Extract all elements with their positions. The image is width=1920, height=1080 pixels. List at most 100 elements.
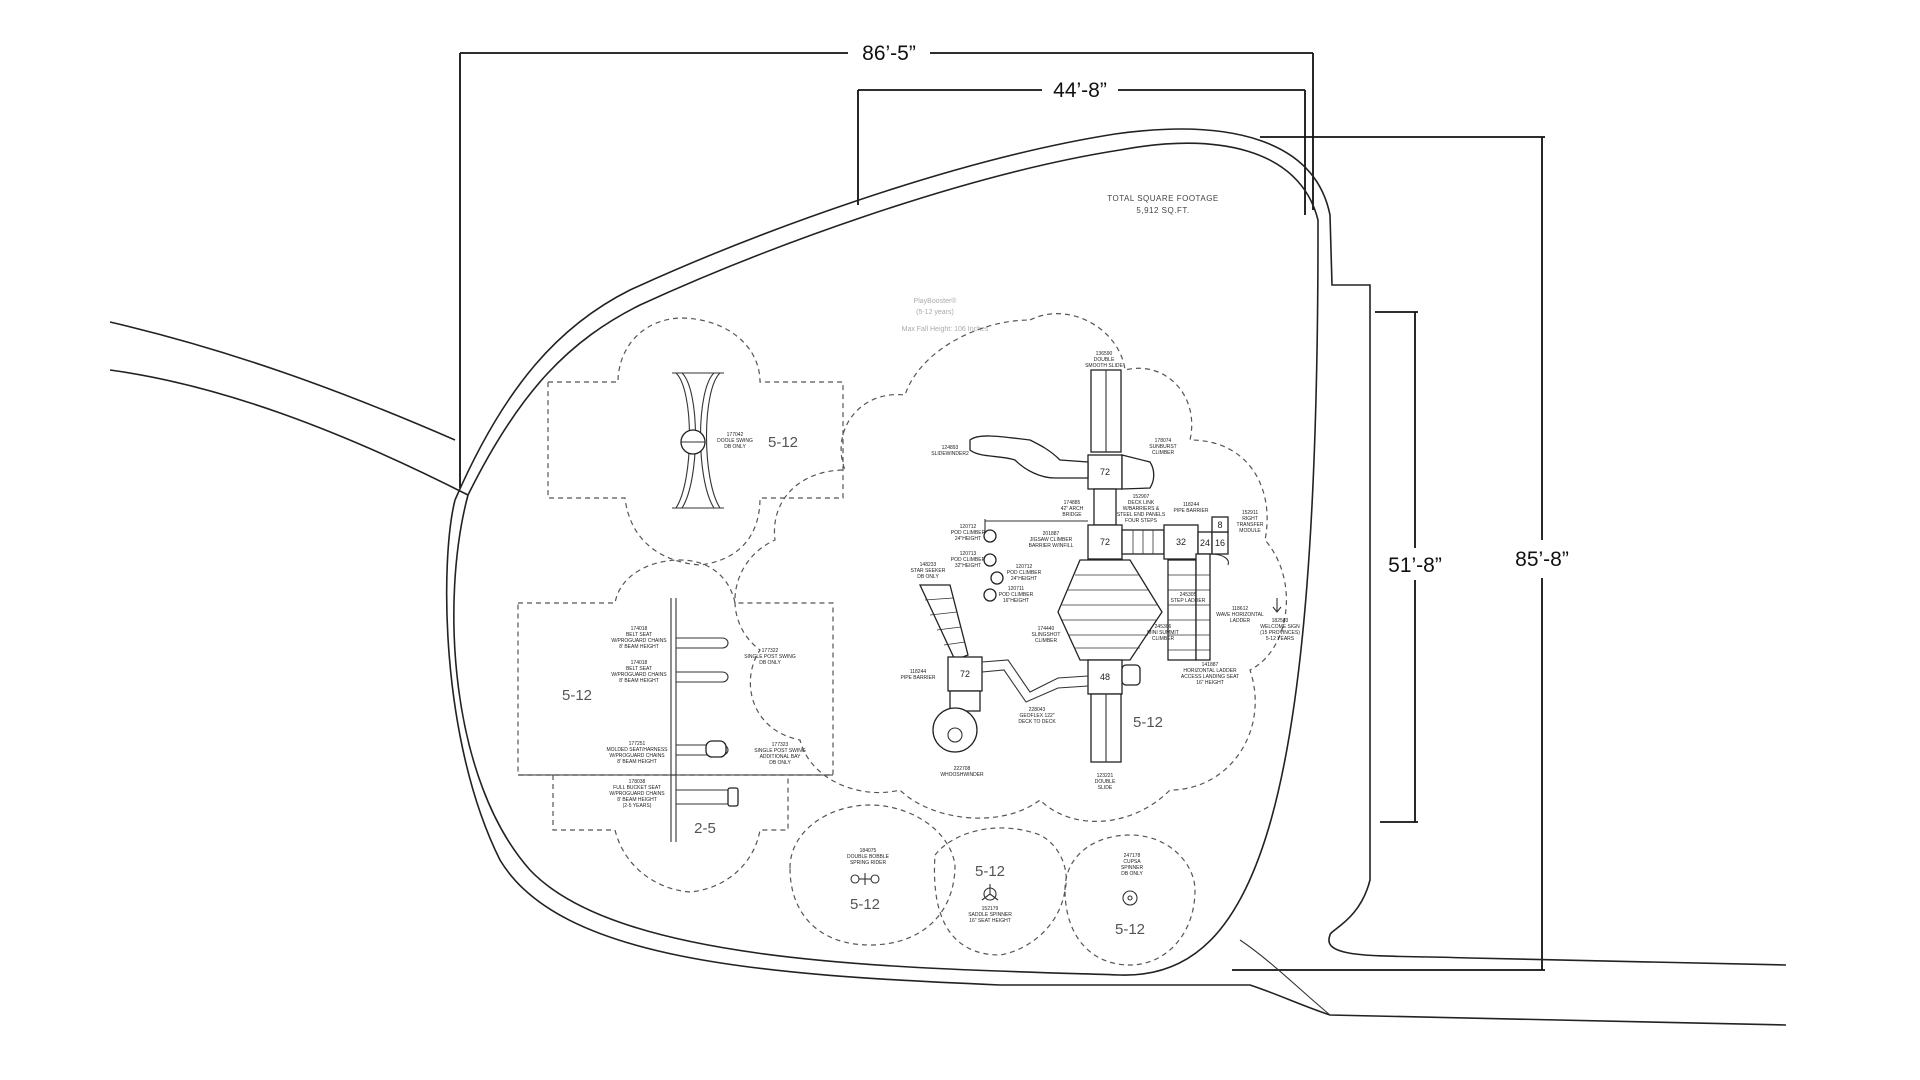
transfer-label-1: 152911 [1242, 510, 1259, 516]
mini-summit-label-2: MINI SUMMIT [1147, 630, 1179, 636]
smooth-slide-label-2: DOUBLE [1094, 357, 1115, 363]
pod-1-label-2: POD CLIMBER [951, 530, 986, 536]
star-seeker-label-3: DB ONLY [917, 574, 939, 580]
age-label-cupsa: 5-12 [1115, 921, 1145, 938]
full-bucket-label-1: 178038 [629, 779, 646, 785]
swing-frame [670, 598, 739, 842]
age-label-rocker: 5-12 [850, 896, 880, 913]
pod-2-label-1: 120713 [960, 551, 977, 557]
geoflex-label-2: GEOFLEX 122" [1019, 713, 1054, 719]
dimension-overall-height: 85’-8” [1232, 136, 1569, 971]
deck-24-label: 24 [1200, 538, 1210, 548]
wave-ladder-label-1: 118612 [1232, 606, 1249, 612]
access-landing-seat [1121, 664, 1141, 686]
transfer-step-8 [1211, 516, 1229, 533]
transfer-label-3: TRANSFER [1237, 522, 1264, 528]
whooshwinder [932, 707, 978, 753]
age-label-toddler: 2-5 [694, 820, 716, 837]
geoflex-label-1: 228043 [1029, 707, 1046, 713]
belt-seat-2-label-3: W/PROGUARD CHAINS [611, 672, 667, 678]
structure-zone: 5-12 [734, 313, 1287, 822]
belt-seat-1-label-1: 174018 [631, 626, 648, 632]
fall-height: Max Fall Height: 106 Inches [902, 326, 989, 333]
slingshot-label-1: 174440 [1038, 626, 1055, 632]
pod-2-label-2: POD CLIMBER [951, 557, 986, 563]
age-label-saddle: 5-12 [975, 863, 1005, 880]
age-label-swing-top: 5-12 [768, 434, 798, 451]
single-post-label-2: SINGLE POST SWING [744, 654, 796, 660]
single-post-add-label-3: ADDITIONAL BAY [760, 754, 802, 760]
brand-name: PlayBooster® [914, 297, 958, 305]
welcome-sign-label-3: (15 PROVINCES) [1260, 630, 1300, 636]
star-seeker-label-1: 148233 [920, 562, 937, 568]
saddle-spinner-label-3: 16" SEAT HEIGHT [969, 918, 1011, 924]
saddle-spinner: 152179 SADDLE SPINNER 16" SEAT HEIGHT [968, 884, 1012, 924]
deck-link-label-5: FOUR STEPS [1125, 518, 1158, 524]
pod-climber-2 [983, 553, 997, 567]
slidewinder-label-1: 124893 [942, 445, 959, 451]
duo-swing-label-3: DB ONLY [724, 444, 746, 450]
pod-4-label-1: 120711 [1008, 586, 1025, 592]
molded-seat-label-1: 177251 [629, 741, 646, 747]
smooth-slide-label-3: SMOOTH SLIDE [1085, 363, 1123, 369]
deck-72-left [947, 656, 983, 692]
smooth-slide-label-1: 136590 [1096, 351, 1113, 357]
area-title: TOTAL SQUARE FOOTAGE [1107, 194, 1219, 203]
spring-rider-label-2: DOUBLE BOBBLE [847, 854, 890, 860]
dim-text-inner-width: 44’-8” [1053, 79, 1107, 102]
arch-bridge-label-1: 174885 [1064, 500, 1081, 506]
entrance-path [109, 321, 469, 496]
pod-3-label-2: POD CLIMBER [1007, 570, 1042, 576]
slingshot-label-2: SLINGSHOT [1032, 632, 1061, 638]
pipe-barrier-1-label-1: 118244 [1183, 502, 1200, 508]
duo-swing-label-2: DOOLE SWING [717, 438, 753, 444]
saddle-spinner-label-2: SADDLE SPINNER [968, 912, 1012, 918]
full-bucket-label-3: W/PROGUARD CHAINS [609, 791, 665, 797]
spring-rider: 184075 DOUBLE BOBBLE SPRING RIDER [847, 848, 890, 885]
star-seeker-label-2: STAR SEEKER [911, 568, 946, 574]
welcome-sign: 182503 WELCOME SIGN (15 PROVINCES) 5-12 … [1260, 598, 1300, 642]
full-bucket-label-2: FULL BUCKET SEAT [613, 785, 661, 791]
spring-rider-label-1: 184075 [860, 848, 877, 854]
arch-bridge [1093, 488, 1117, 526]
molded-seat-label-4: 8' BEAM HEIGHT [617, 759, 657, 765]
whooshwinder-label-2: WHOOSHWINDER [940, 772, 984, 778]
welcome-sign-label-2: WELCOME SIGN [1260, 624, 1300, 630]
swing-labels: 174018 BELT SEAT W/PROGUARD CHAINS 8' BE… [606, 626, 805, 809]
single-post-add-label-2: SINGLE POST SWING [754, 748, 806, 754]
transfer-label-2: RIGHT [1242, 516, 1258, 522]
cupsa-label-1: 247178 [1124, 853, 1141, 859]
deck-16-label: 16 [1215, 538, 1225, 548]
single-post-label-3: DB ONLY [759, 660, 781, 666]
step-ladder-label-2: STEP LADDER [1171, 598, 1206, 604]
sunburst-label-3: CLIMBER [1152, 450, 1175, 456]
belt-seat-1-label-2: BELT SEAT [626, 632, 652, 638]
pod-1-label-1: 120712 [960, 524, 977, 530]
transfer-label-4: MODULE [1239, 528, 1261, 534]
belt-seat-2-label-2: BELT SEAT [626, 666, 652, 672]
belt-seat-1-label-4: 8' BEAM HEIGHT [619, 644, 659, 650]
step-ladder [1195, 553, 1211, 661]
site-boundary [445, 128, 1787, 1026]
mini-summit-label-3: CLIMBER [1152, 636, 1175, 642]
sunburst-label-1: 178074 [1155, 438, 1172, 444]
cupsa-label-4: DB ONLY [1121, 871, 1143, 877]
swing-zone-middle: 5-12 2-5 [517, 559, 834, 893]
deck-72-top-label: 72 [1100, 467, 1110, 477]
horizontal-ladder-label-4: 16" HEIGHT [1196, 680, 1224, 686]
dimension-inner-width: 44’-8” [857, 79, 1306, 215]
swing-zone-top: 5-12 [547, 317, 844, 566]
wave-ladder-label-3: LADDER [1230, 618, 1251, 624]
deck-32-label: 32 [1176, 537, 1186, 547]
jigsaw-label-1: 201887 [1043, 531, 1060, 537]
whooshwinder-label-1: 222708 [954, 766, 971, 772]
deck-link-label-4: STEEL END PANELS [1117, 512, 1166, 518]
jigsaw-label-2: JIGSAW CLIMBER [1030, 537, 1073, 543]
dim-text-overall-height: 85’-8” [1515, 548, 1569, 571]
deck-48 [1087, 659, 1123, 695]
pod-1-label-3: 24"HEIGHT [955, 536, 981, 542]
horizontal-ladder-label-1: 141887 [1202, 662, 1219, 668]
cupsa-spinner-zone: 5-12 [1064, 834, 1196, 966]
saddle-spinner-label-1: 152179 [982, 906, 999, 912]
